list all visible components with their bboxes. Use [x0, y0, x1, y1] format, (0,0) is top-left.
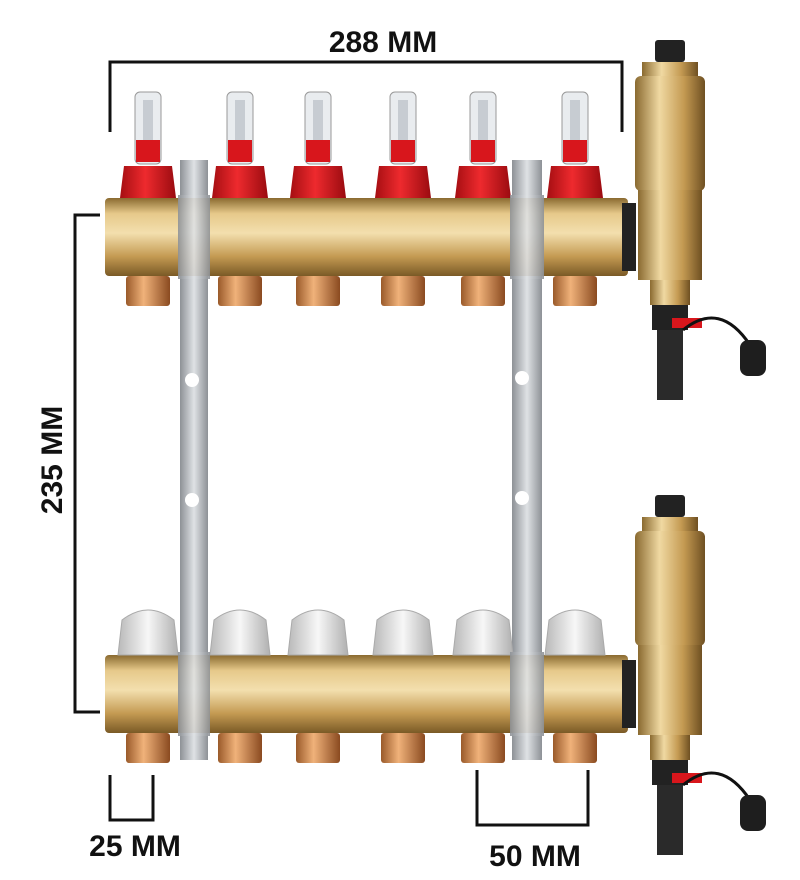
valve-cap	[544, 609, 606, 656]
outlet-fitting	[553, 733, 597, 763]
outlet-fitting	[381, 733, 425, 763]
valve-cap	[287, 609, 349, 656]
valve-cap	[209, 609, 271, 656]
outlet-fitting	[296, 733, 340, 763]
air-vent-drain-assembly-bottom	[635, 495, 766, 855]
dimension-outlet	[108, 775, 155, 822]
air-vent-drain-assembly-top	[635, 40, 766, 400]
valve-cap	[452, 609, 514, 656]
valve-cap	[372, 609, 434, 656]
outlet-label: 25 MM	[89, 830, 181, 863]
outlet-fitting	[296, 276, 340, 306]
spacing-label: 50 MM	[489, 840, 581, 873]
dimension-height	[73, 213, 100, 714]
outlet-fitting	[461, 733, 505, 763]
outlet-fitting	[381, 276, 425, 306]
width-label: 288 MM	[329, 26, 437, 59]
return-outlets	[126, 733, 597, 763]
flow-meter	[547, 91, 603, 198]
flow-meter	[120, 91, 176, 198]
flow-meter	[375, 91, 431, 198]
outlet-fitting	[218, 276, 262, 306]
flow-meter	[212, 91, 268, 198]
valve-cap	[117, 609, 179, 656]
supply-outlets	[126, 276, 597, 306]
outlet-fitting	[553, 276, 597, 306]
height-label: 235 MM	[36, 406, 69, 514]
outlet-fitting	[126, 733, 170, 763]
valve-caps	[117, 609, 606, 656]
dimension-width	[108, 60, 624, 132]
outlet-fitting	[218, 733, 262, 763]
flow-meters	[120, 91, 603, 198]
flow-meter	[455, 91, 511, 198]
dimension-spacing	[475, 770, 590, 827]
outlet-fitting	[126, 276, 170, 306]
return-bar	[105, 655, 636, 733]
flow-meter	[290, 91, 346, 198]
supply-bar	[105, 198, 636, 276]
outlet-fitting	[461, 276, 505, 306]
